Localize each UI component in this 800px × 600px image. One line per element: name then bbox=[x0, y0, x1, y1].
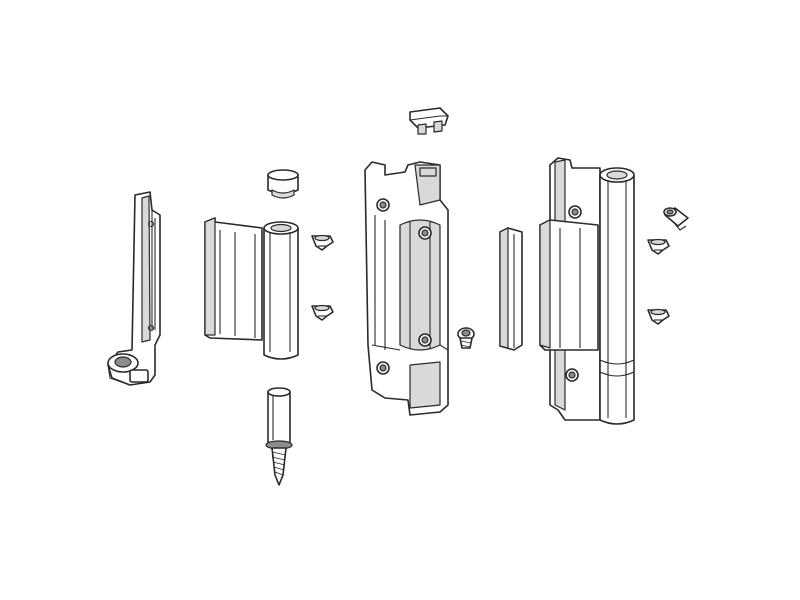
countersunk-screw-upper-left bbox=[311, 234, 334, 251]
central-mounting-plate bbox=[364, 161, 449, 416]
countersunk-screw-upper-right bbox=[647, 238, 670, 255]
top-cover-cap bbox=[409, 107, 449, 135]
frame-bracket bbox=[107, 191, 161, 386]
assembled-hinge bbox=[539, 157, 635, 425]
countersunk-screw-lower-left bbox=[311, 304, 334, 321]
countersunk-screw-lower-right bbox=[647, 308, 670, 325]
spacer-strip bbox=[499, 227, 523, 351]
barrel-cap bbox=[267, 169, 299, 199]
bolt-sleeve bbox=[663, 207, 689, 231]
sash-hinge-leaf bbox=[204, 217, 299, 360]
hinge-pin-screw bbox=[265, 387, 293, 486]
small-hex-screw bbox=[457, 327, 475, 349]
